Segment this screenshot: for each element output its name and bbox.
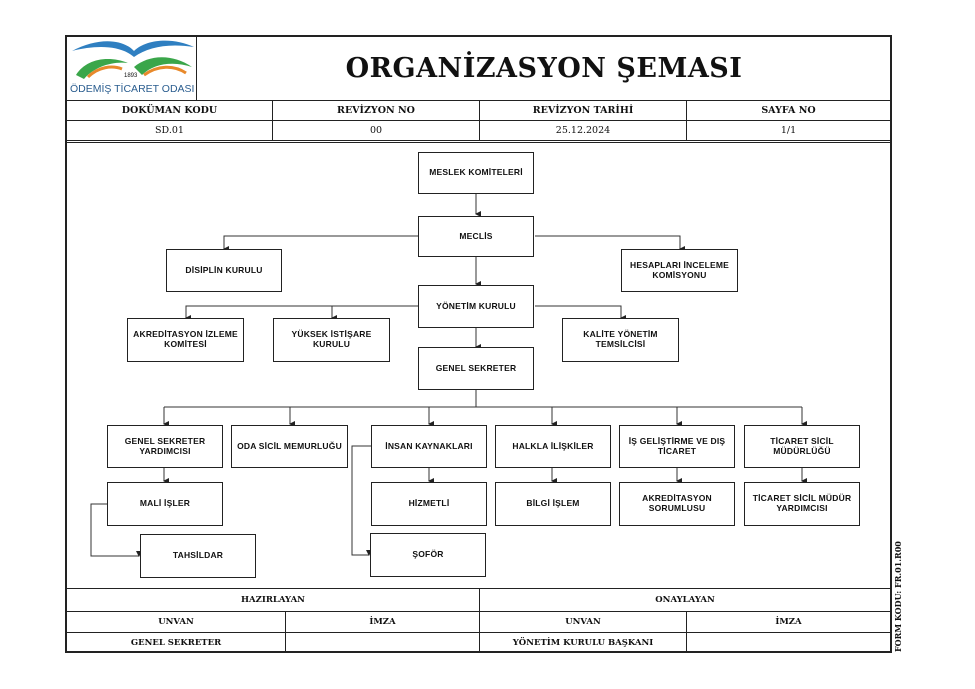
footer-onaylayan-imza: [686, 632, 891, 653]
org-hizmetli: HİZMETLİ: [371, 482, 487, 526]
footer-onaylayan-unvan: YÖNETİM KURULU BAŞKANI: [479, 632, 687, 653]
org-is-gelistirme: İŞ GELİŞTİRME VE DIŞ TİCARET: [619, 425, 735, 468]
org-meclis: MECLİS: [418, 216, 534, 257]
org-ticaret-sicil: TİCARET SİCİL MÜDÜRLÜĞÜ: [744, 425, 860, 468]
org-disiplin-kurulu: DİSİPLİN KURULU: [166, 249, 282, 292]
org-genel-sekreter-yardimcisi: GENEL SEKRETER YARDIMCISI: [107, 425, 223, 468]
footer-unvan-left: UNVAN: [66, 611, 286, 633]
org-akreditasyon-sorumlusu: AKREDİTASYON SORUMLUSU: [619, 482, 735, 526]
org-meslek-komiteleri: MESLEK KOMİTELERİ: [418, 152, 534, 194]
footer-imza-left: İMZA: [285, 611, 480, 633]
header-separator: [66, 142, 891, 143]
footer-imza-right: İMZA: [686, 611, 891, 633]
footer-hazirlayan: HAZIRLAYAN: [66, 588, 480, 612]
org-akreditasyon-izleme: AKREDİTASYON İZLEME KOMİTESİ: [127, 318, 244, 362]
org-yonetim-kurulu: YÖNETİM KURULU: [418, 285, 534, 328]
org-ticaret-sicil-yardimcisi: TİCARET SİCİL MÜDÜR YARDIMCISI: [744, 482, 860, 526]
footer-hazirlayan-imza: [285, 632, 480, 653]
org-oda-sicil: ODA SİCİL MEMURLUĞU: [231, 425, 348, 468]
header-val-page-no: 1/1: [686, 120, 891, 141]
org-genel-sekreter: GENEL SEKRETER: [418, 347, 534, 390]
form-code: FORM KODU: FR.01.R00: [893, 541, 903, 652]
org-tahsildar: TAHSİLDAR: [140, 534, 256, 578]
footer-onaylayan: ONAYLAYAN: [479, 588, 891, 612]
org-kalite-yonetim: KALİTE YÖNETİM TEMSİLCİSİ: [562, 318, 679, 362]
footer-hazirlayan-unvan: GENEL SEKRETER: [66, 632, 286, 653]
org-sofor: ŞOFÖR: [370, 533, 486, 577]
page-title: ORGANİZASYON ŞEMASI: [196, 36, 891, 100]
org-bilgi-islem: BİLGİ İŞLEM: [495, 482, 611, 526]
org-insan-kaynaklari: İNSAN KAYNAKLARI: [371, 425, 487, 468]
org-hesaplari-inceleme: HESAPLARI İNCELEME KOMİSYONU: [621, 249, 738, 292]
logo-text: ÖDEMİŞ TİCARET ODASI: [70, 83, 195, 95]
footer-unvan-right: UNVAN: [479, 611, 687, 633]
org-yuksek-istisare: YÜKSEK İSTİŞARE KURULU: [273, 318, 390, 362]
logo-swoosh-icon: [72, 40, 194, 79]
org-mali-isler: MALİ İŞLER: [107, 482, 223, 526]
org-halkla-iliskiler: HALKLA İLİŞKİLER: [495, 425, 611, 468]
logo-year: 1893: [124, 73, 138, 79]
logo: 1893 ÖDEMİŞ TİCARET ODASI: [68, 37, 196, 99]
